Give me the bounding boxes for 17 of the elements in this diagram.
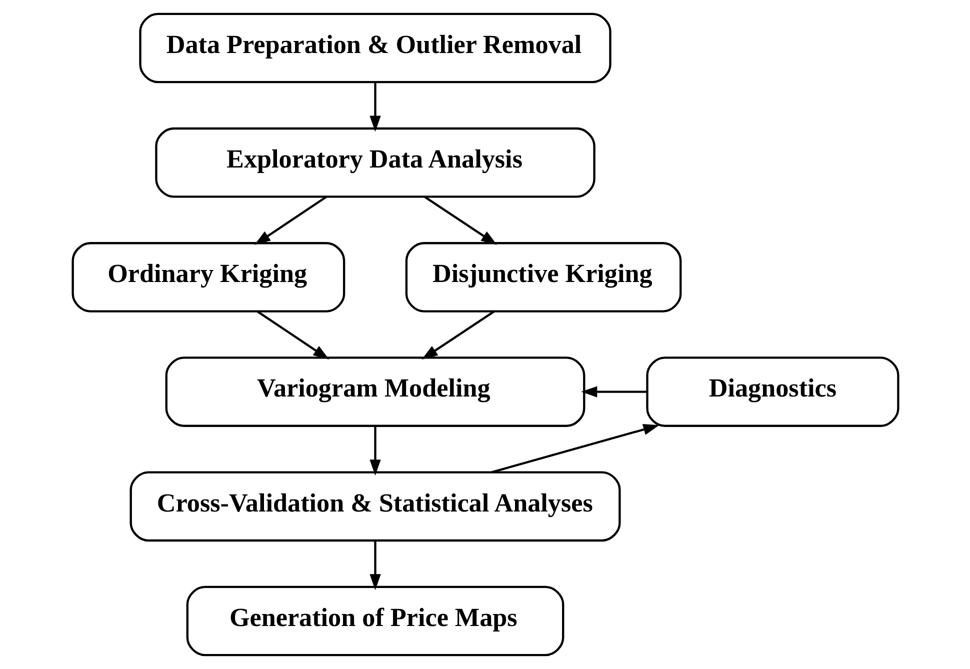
arrow — [491, 424, 659, 474]
node-box: Diagnostics — [646, 356, 899, 427]
arrow — [256, 310, 329, 360]
node-box: Variogram Modeling — [164, 356, 585, 427]
node-box: Generation of Price Maps — [186, 586, 564, 656]
arrow — [369, 426, 380, 476]
arrow — [421, 310, 494, 360]
arrow — [254, 196, 326, 245]
arrow — [369, 82, 380, 132]
node-box: Data Preparation & Outlier Removal — [138, 12, 611, 84]
node-box: Exploratory Data Analysis — [154, 127, 595, 198]
node-box: Disjunctive Kriging — [404, 242, 682, 312]
arrow — [580, 386, 646, 398]
node-box: Ordinary Kriging — [71, 242, 345, 312]
arrow — [424, 196, 497, 245]
arrow — [369, 540, 380, 590]
node-box: Cross-Validation & Statistical Analyses — [129, 471, 620, 542]
